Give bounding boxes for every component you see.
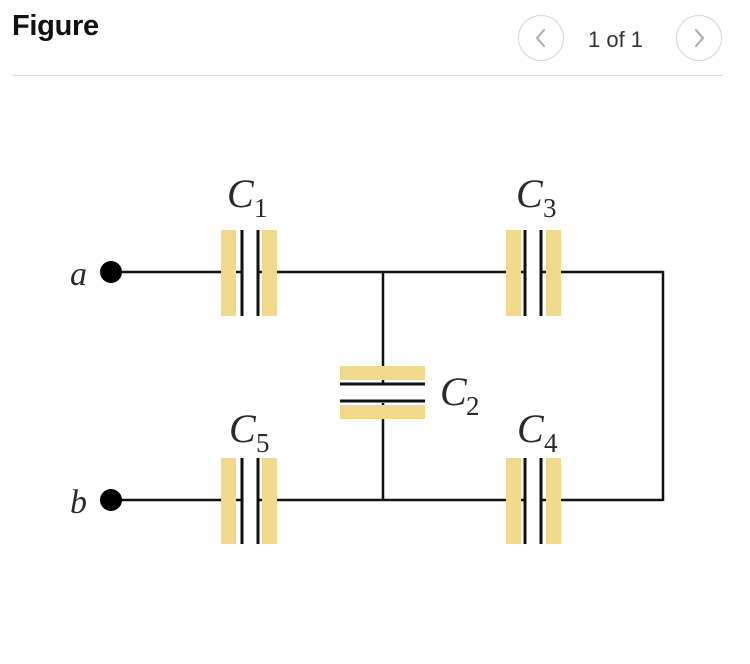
label-c4: C 4 — [517, 406, 558, 458]
capacitor-c2 — [340, 366, 425, 419]
figure-pager: 1 of 1 — [588, 27, 644, 52]
label-c5-letter: C — [229, 406, 257, 451]
label-c2: C 2 — [440, 369, 480, 421]
label-c5: C 5 — [229, 406, 270, 458]
label-c3-subscript: 3 — [543, 193, 557, 223]
capacitor-c1 — [221, 230, 277, 316]
label-c4-subscript: 4 — [544, 428, 558, 458]
label-c3: C 3 — [516, 171, 557, 223]
previous-figure-button[interactable] — [518, 15, 564, 61]
circuit-wires — [111, 270, 665, 502]
terminal-a-dot — [100, 261, 122, 283]
capacitor-c5 — [221, 458, 277, 544]
label-c1-subscript: 1 — [254, 193, 268, 223]
next-figure-button[interactable] — [676, 15, 722, 61]
label-c1-letter: C — [227, 171, 255, 216]
label-c1: C 1 — [227, 171, 268, 223]
label-c2-letter: C — [440, 369, 468, 414]
capacitor-c3 — [506, 230, 561, 316]
header-divider — [12, 75, 723, 76]
label-c4-letter: C — [517, 406, 545, 451]
label-c5-subscript: 5 — [256, 428, 270, 458]
capacitor-c4 — [506, 458, 561, 544]
terminal-b-label: b — [70, 484, 87, 521]
terminal-b-dot — [100, 489, 122, 511]
chevron-right-icon — [694, 28, 705, 48]
terminal-a-label: a — [70, 256, 87, 293]
label-c2-subscript: 2 — [466, 391, 480, 421]
label-c3-letter: C — [516, 171, 544, 216]
figure-title: Figure — [12, 10, 99, 42]
chevron-left-icon — [535, 28, 546, 48]
